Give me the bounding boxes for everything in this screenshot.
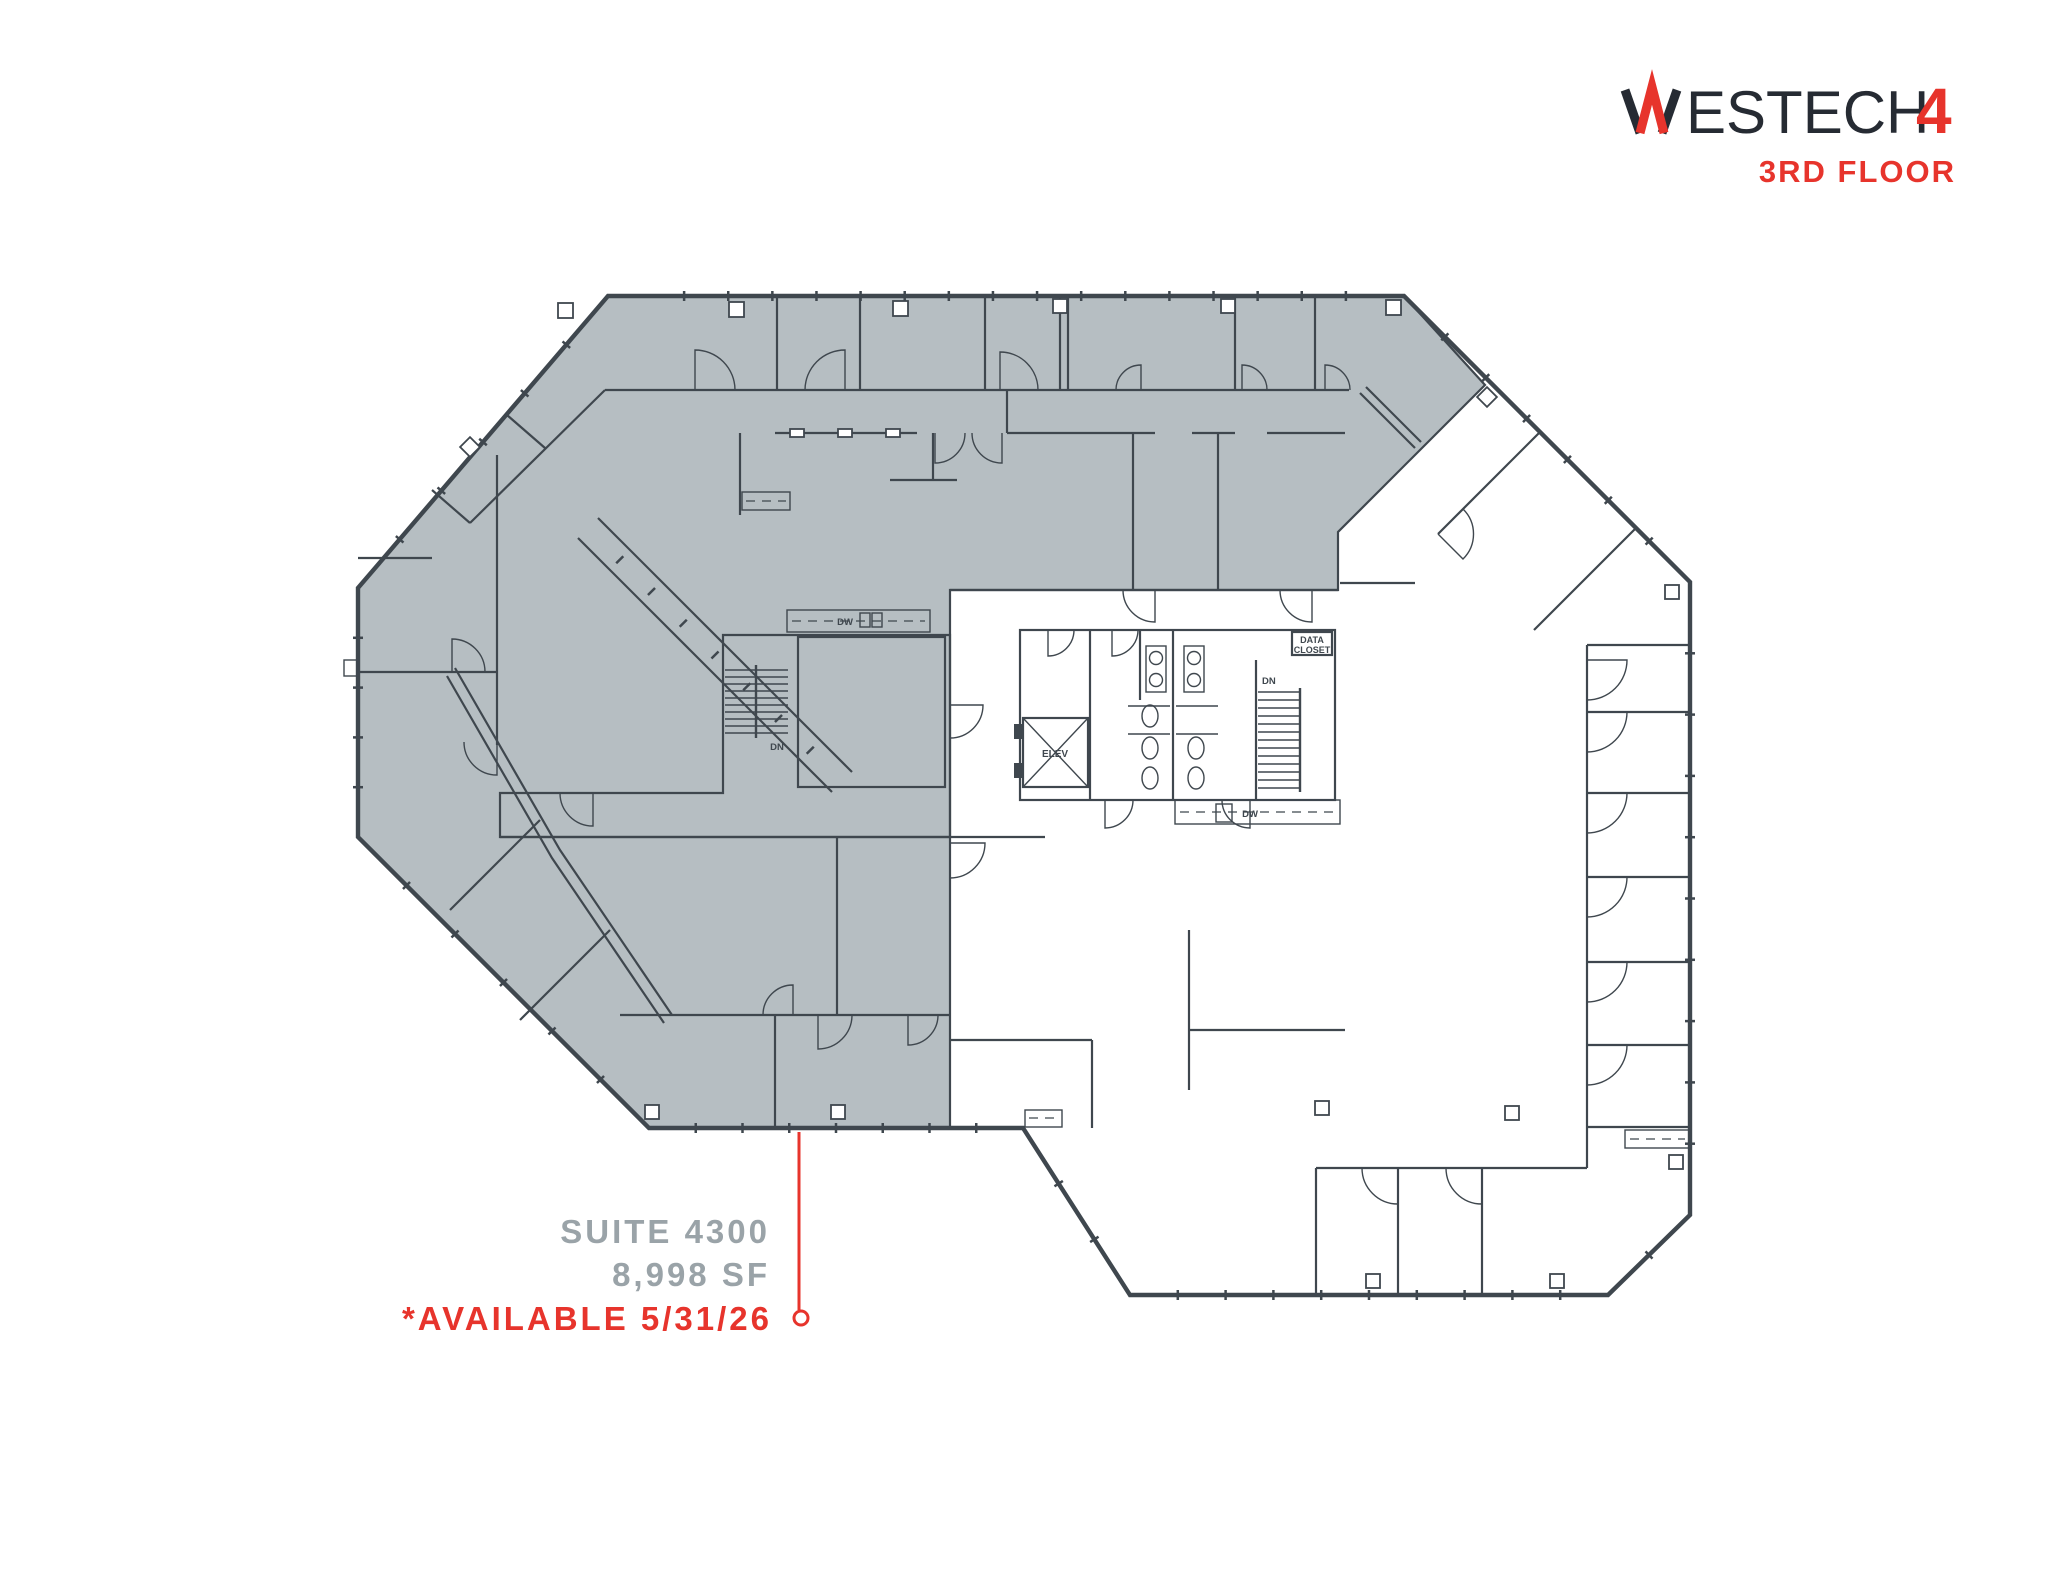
suite-area-text: 8,998 SF xyxy=(612,1256,770,1293)
perimeter-ticks-group xyxy=(353,291,1695,1300)
elevator-label: ELEV xyxy=(1042,749,1068,760)
elevator-shaft xyxy=(1014,716,1090,789)
data-closet-box xyxy=(1290,630,1334,657)
data-closet-label-line2: CLOSET xyxy=(1294,645,1331,655)
suite-callout-group: SUITE 4300 8,998 SF *AVAILABLE 5/31/26 xyxy=(402,1132,810,1337)
door-arcs-group xyxy=(451,349,1628,1205)
floor-title-text: 3RD FLOOR xyxy=(1759,154,1956,189)
plan-labels-group: ELEV DATA CLOSET DN DN DW DW xyxy=(770,617,1331,820)
leader-endpoint-circle xyxy=(792,1309,810,1327)
building-outline xyxy=(355,293,1693,1298)
dishwasher-label-core: DW xyxy=(1242,809,1258,820)
westech-w-glyph-icon xyxy=(1620,69,1682,135)
millwork-counters xyxy=(343,491,1691,1149)
stairs-west xyxy=(725,665,788,738)
glazing-mullions xyxy=(789,428,901,438)
suite-number-text: SUITE 4300 xyxy=(560,1213,770,1250)
w-red-accent-stroke xyxy=(1635,69,1669,135)
logo-number-text: 4 xyxy=(1916,75,1952,147)
fixtures-group xyxy=(343,428,1691,1149)
stairs-core xyxy=(1258,688,1302,792)
logo-group: ESTECH 4 3RD FLOOR xyxy=(1620,69,1956,189)
restrooms xyxy=(1128,645,1218,790)
stair-core-dn-label: DN xyxy=(1262,676,1276,687)
stair-west-dn-label: DN xyxy=(770,742,784,753)
availability-text: *AVAILABLE 5/31/26 xyxy=(402,1300,772,1337)
logo-wordmark-text: ESTECH xyxy=(1686,79,1929,146)
data-closet-label-line1: DATA xyxy=(1300,635,1324,645)
columns-group xyxy=(458,298,1684,1289)
dishwasher-label-suite: DW xyxy=(837,617,853,628)
